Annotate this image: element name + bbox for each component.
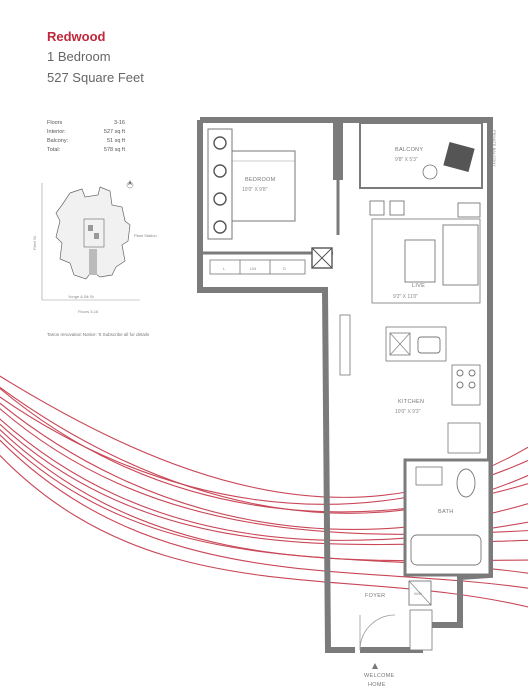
bed	[229, 150, 296, 222]
kitchen-label: KITCHEN	[398, 399, 424, 405]
sofa	[442, 224, 479, 286]
stat-row: Floors 3-16	[47, 119, 125, 128]
kitchen-dims: 10'0" X 9'3"	[395, 409, 421, 415]
stat-label: Total:	[47, 147, 61, 153]
living-label: LIVE	[412, 283, 425, 289]
toilet	[456, 468, 476, 498]
suite-area: 527 Square Feet	[47, 70, 144, 85]
living-dims: 9'2" X 11'0"	[393, 294, 418, 300]
keyplan-street-label: Yonge & Bk St	[68, 294, 95, 299]
closet-label: D	[283, 266, 286, 271]
fridge	[447, 422, 481, 454]
vanity-sink	[415, 466, 443, 486]
wardrobe	[207, 128, 233, 240]
stat-value: 51 sq ft	[106, 138, 125, 144]
stat-label: Interior:	[47, 129, 66, 135]
highlighted-suite	[89, 249, 97, 275]
balcony-furniture	[443, 142, 475, 172]
closet-label: L	[223, 266, 226, 271]
stat-row: Balcony: 51 sq ft	[47, 137, 125, 146]
stat-row: Interior: 527 sq ft	[47, 128, 125, 137]
stat-label: Balcony:	[47, 138, 69, 144]
keyplan-side-label: Fleet St	[32, 235, 37, 250]
sink	[417, 336, 441, 354]
entry-label-line2: HOME	[368, 682, 386, 688]
balcony-side-label: PRIVATE BALCONY	[492, 130, 497, 167]
disclaimer-note: Tarion renovation Notice: 'It Subscribe …	[47, 332, 150, 337]
washer-dryer-label: W/D	[414, 591, 422, 596]
suite-bedrooms: 1 Bedroom	[47, 49, 111, 64]
coffee-table	[404, 239, 436, 283]
floor-plan: BEDROOM 10'0" X 9'8" BALCONY 9'8" X 5'3"…	[197, 117, 497, 688]
stat-value: 578 sq ft	[103, 147, 125, 153]
stat-label: Floors	[47, 120, 63, 126]
bathtub	[410, 534, 482, 566]
closet-label: LIN	[250, 266, 256, 271]
keyplan-floor-label: Floors 3-16	[78, 309, 99, 314]
balcony-dims: 9'8" X 5'3"	[395, 157, 418, 163]
suite-stats: Floors 3-16 Interior: 527 sq ft Balcony: 51…	[47, 119, 125, 155]
stat-value: 527 sq ft	[103, 129, 125, 135]
keyplan-right-label: Plant Station	[134, 233, 157, 238]
bedroom-label: BEDROOM	[245, 177, 276, 183]
entry-arrow-icon	[372, 663, 378, 669]
suite-name: Redwood	[47, 29, 106, 44]
bedroom-dims: 10'0" X 9'8"	[242, 187, 268, 193]
stat-value: 3-16	[113, 120, 125, 126]
stat-row: Total: 578 sq ft	[47, 146, 125, 155]
key-plan: Fleet St Plant Station Yonge & Bk St Flo…	[32, 180, 157, 314]
foyer-label: FOYER	[365, 593, 385, 599]
balcony-label: BALCONY	[395, 147, 423, 153]
entry-label-line1: WELCOME	[364, 673, 395, 679]
bath-label: BATH	[438, 509, 453, 515]
